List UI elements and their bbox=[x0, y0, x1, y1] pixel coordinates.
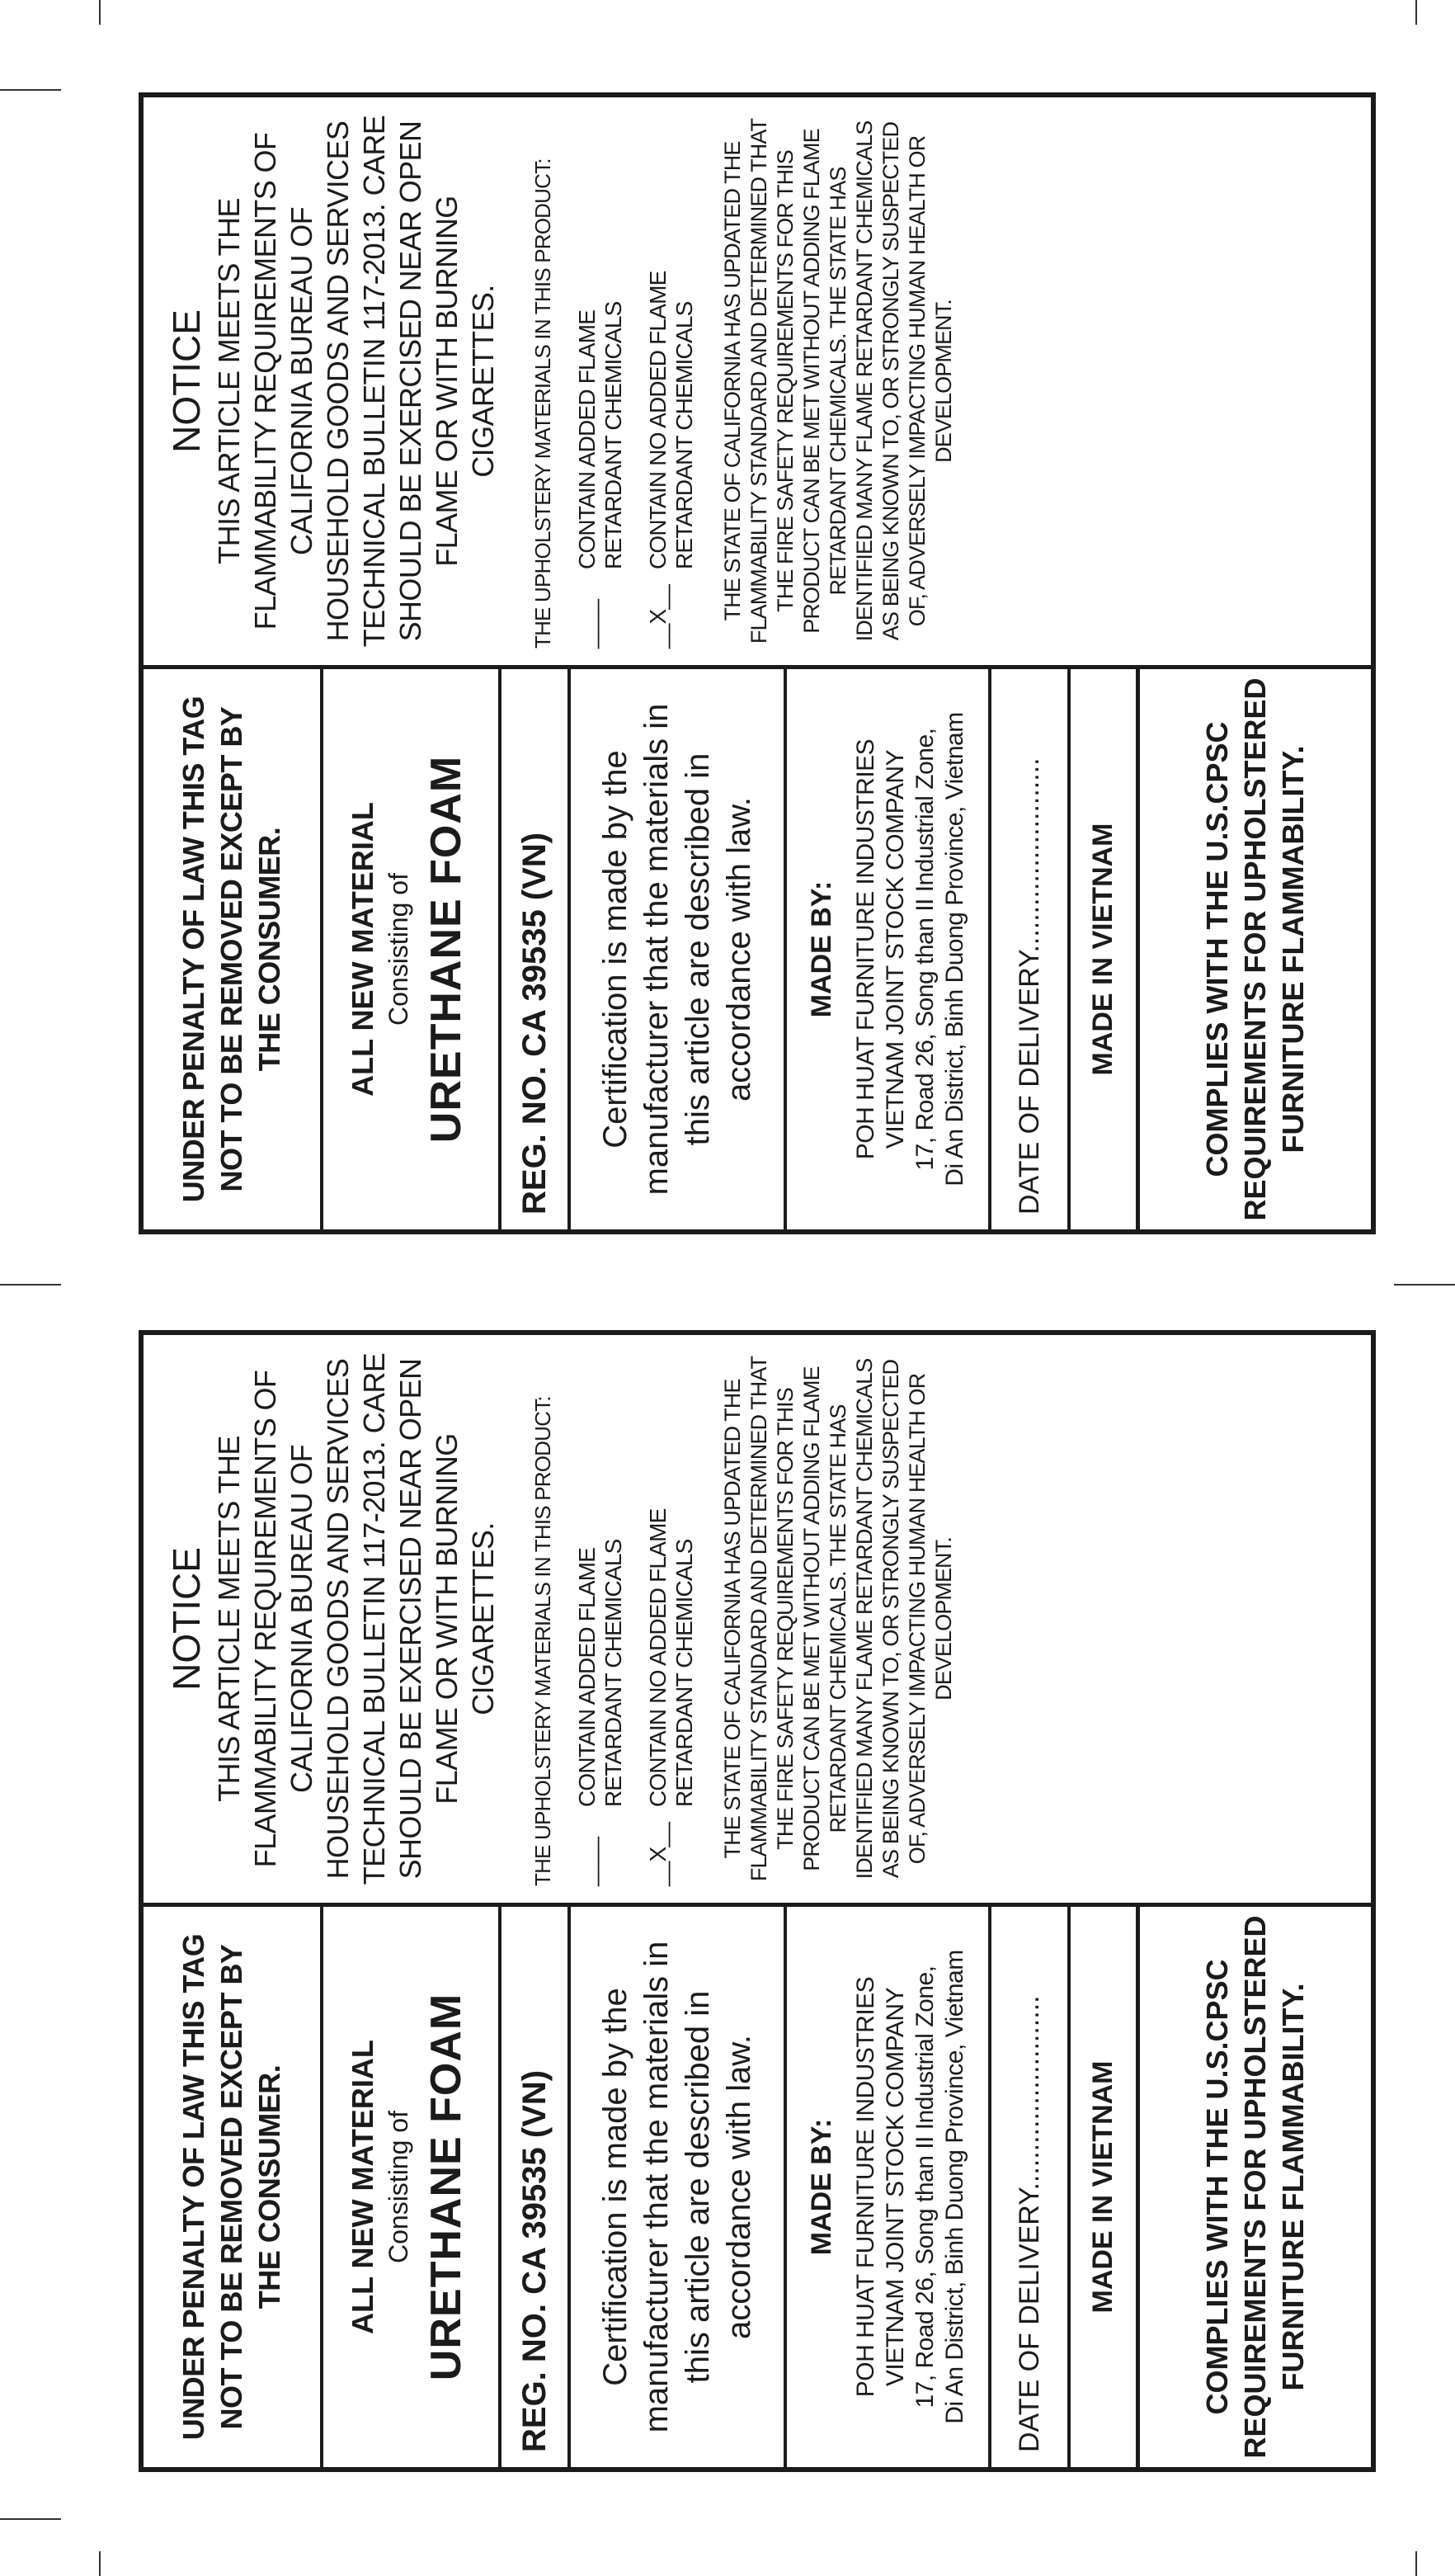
bottom-section: DATE OF DELIVERY........................… bbox=[991, 669, 1371, 1229]
option-added-chemicals: ____ CONTAIN ADDED FLAME RETARDANT CHEMI… bbox=[574, 1352, 627, 1886]
cpsc-compliance: COMPLIES WITH THE U.S.CPSC REQUIREMENTS … bbox=[1200, 677, 1310, 1221]
crop-mark-bottom-left bbox=[99, 2551, 101, 2576]
option-text: CONTAIN ADDED FLAME bbox=[574, 1547, 600, 1807]
made-by-line: Di An District, Binh Duong Province, Vie… bbox=[940, 1950, 968, 2424]
made-by-title: MADE BY: bbox=[805, 2118, 837, 2256]
california-statement: THE STATE OF CALIFORNIA HAS UPDATED THE … bbox=[720, 118, 956, 644]
option-text: RETARDANT CHEMICALS bbox=[671, 1539, 697, 1807]
option-text: CONTAIN NO ADDED FLAME bbox=[645, 1508, 671, 1807]
upholstery-statement: THE UPHOLSTERY MATERIALS IN THIS PRODUCT… bbox=[530, 1396, 555, 1886]
crop-mark-left-top bbox=[0, 89, 61, 91]
made-by-section: MADE BY: POH HUAT FURNITURE INDUSTRIES V… bbox=[787, 669, 991, 1229]
material-section: ALL NEW MATERIAL Consisting of URETHANE … bbox=[323, 669, 501, 1229]
option-no-added-chemicals: __X__ CONTAIN NO ADDED FLAME RETARDANT C… bbox=[645, 114, 698, 649]
date-of-delivery: DATE OF DELIVERY........................… bbox=[991, 669, 1071, 1229]
label-left-column: UNDER PENALTY OF LAW THIS TAG NOT TO BE … bbox=[144, 665, 1371, 1229]
notice-body: THIS ARTICLE MEETS THE FLAMMABILITY REQU… bbox=[212, 115, 500, 648]
label-content: UNDER PENALTY OF LAW THIS TAG NOT TO BE … bbox=[144, 97, 1371, 1229]
urethane-foam: URETHANE FOAM bbox=[422, 755, 470, 1144]
penalty-notice: UNDER PENALTY OF LAW THIS TAG NOT TO BE … bbox=[144, 1907, 323, 2467]
made-by-line: Di An District, Binh Duong Province, Vie… bbox=[940, 712, 968, 1187]
consisting-of: Consisting of bbox=[384, 873, 413, 1026]
made-by-line: POH HUAT FURNITURE INDUSTRIES bbox=[851, 1976, 879, 2398]
bottom-section: DATE OF DELIVERY........................… bbox=[991, 1907, 1371, 2467]
upholstery-statement: THE UPHOLSTERY MATERIALS IN THIS PRODUCT… bbox=[530, 158, 555, 649]
notice-column: NOTICE THIS ARTICLE MEETS THE FLAMMABILI… bbox=[144, 97, 1371, 665]
crop-mark-bottom-right bbox=[1415, 2551, 1417, 2576]
registration-number: REG. NO. CA 39535 (VN) bbox=[501, 1907, 571, 2467]
made-by-line: 17, Road 26, Song than II Industrial Zon… bbox=[911, 1965, 939, 2409]
crop-mark-top-right bbox=[1415, 0, 1417, 25]
material-section: ALL NEW MATERIAL Consisting of URETHANE … bbox=[323, 1907, 501, 2467]
urethane-foam: URETHANE FOAM bbox=[422, 1993, 470, 2381]
option-no-added-chemicals: __X__ CONTAIN NO ADDED FLAME RETARDANT C… bbox=[645, 1352, 698, 1886]
made-in-vietnam: MADE IN VIETNAM bbox=[1071, 669, 1140, 1229]
certification-text: Certification is made by the manufacture… bbox=[571, 1907, 787, 2467]
label-content: UNDER PENALTY OF LAW THIS TAG NOT TO BE … bbox=[144, 1335, 1371, 2467]
made-by-line: POH HUAT FURNITURE INDUSTRIES bbox=[851, 738, 879, 1160]
made-in-vietnam: MADE IN VIETNAM bbox=[1071, 1907, 1140, 2467]
made-by-title: MADE BY: bbox=[805, 880, 837, 1018]
option-blank-mark: ____ bbox=[574, 1837, 600, 1886]
certification-text: Certification is made by the manufacture… bbox=[571, 669, 787, 1229]
option-blank-mark: ____ bbox=[574, 599, 600, 649]
crop-mark-left-bottom bbox=[0, 2518, 61, 2520]
made-by-line: 17, Road 26, Song than II Industrial Zon… bbox=[911, 728, 939, 1171]
crop-mark-right-mid bbox=[1394, 1284, 1455, 1286]
option-text: RETARDANT CHEMICALS bbox=[671, 301, 697, 569]
law-label-top: UNDER PENALTY OF LAW THIS TAG NOT TO BE … bbox=[139, 92, 1376, 1234]
option-text: RETARDANT CHEMICALS bbox=[600, 301, 626, 569]
option-added-chemicals: ____ CONTAIN ADDED FLAME RETARDANT CHEMI… bbox=[574, 114, 627, 649]
option-x-mark: __X__ bbox=[645, 585, 671, 649]
consisting-of: Consisting of bbox=[384, 2111, 413, 2263]
date-of-delivery: DATE OF DELIVERY........................… bbox=[991, 1907, 1071, 2467]
crop-mark-top-left bbox=[99, 0, 101, 25]
law-label-bottom: UNDER PENALTY OF LAW THIS TAG NOT TO BE … bbox=[139, 1330, 1376, 2472]
option-text: CONTAIN NO ADDED FLAME bbox=[645, 271, 671, 569]
california-statement: THE STATE OF CALIFORNIA HAS UPDATED THE … bbox=[720, 1356, 956, 1882]
label-left-column: UNDER PENALTY OF LAW THIS TAG NOT TO BE … bbox=[144, 1903, 1371, 2467]
notice-title: NOTICE bbox=[165, 309, 208, 453]
notice-title: NOTICE bbox=[165, 1547, 208, 1691]
registration-number: REG. NO. CA 39535 (VN) bbox=[501, 669, 571, 1229]
option-text: CONTAIN ADDED FLAME bbox=[574, 309, 600, 569]
made-by-section: MADE BY: POH HUAT FURNITURE INDUSTRIES V… bbox=[787, 1907, 991, 2467]
made-by-line: VIETNAM JOINT STOCK COMPANY bbox=[881, 1987, 909, 2387]
penalty-notice: UNDER PENALTY OF LAW THIS TAG NOT TO BE … bbox=[144, 669, 323, 1229]
all-new-material: ALL NEW MATERIAL bbox=[346, 802, 379, 1097]
cpsc-compliance: COMPLIES WITH THE U.S.CPSC REQUIREMENTS … bbox=[1200, 1915, 1310, 2459]
notice-body: THIS ARTICLE MEETS THE FLAMMABILITY REQU… bbox=[212, 1352, 500, 1885]
option-text: RETARDANT CHEMICALS bbox=[600, 1539, 626, 1807]
crop-mark-left-mid bbox=[0, 1284, 61, 1286]
notice-column: NOTICE THIS ARTICLE MEETS THE FLAMMABILI… bbox=[144, 1335, 1371, 1903]
option-x-mark: __X__ bbox=[645, 1823, 671, 1886]
made-by-line: VIETNAM JOINT STOCK COMPANY bbox=[881, 749, 909, 1149]
all-new-material: ALL NEW MATERIAL bbox=[346, 2040, 379, 2334]
